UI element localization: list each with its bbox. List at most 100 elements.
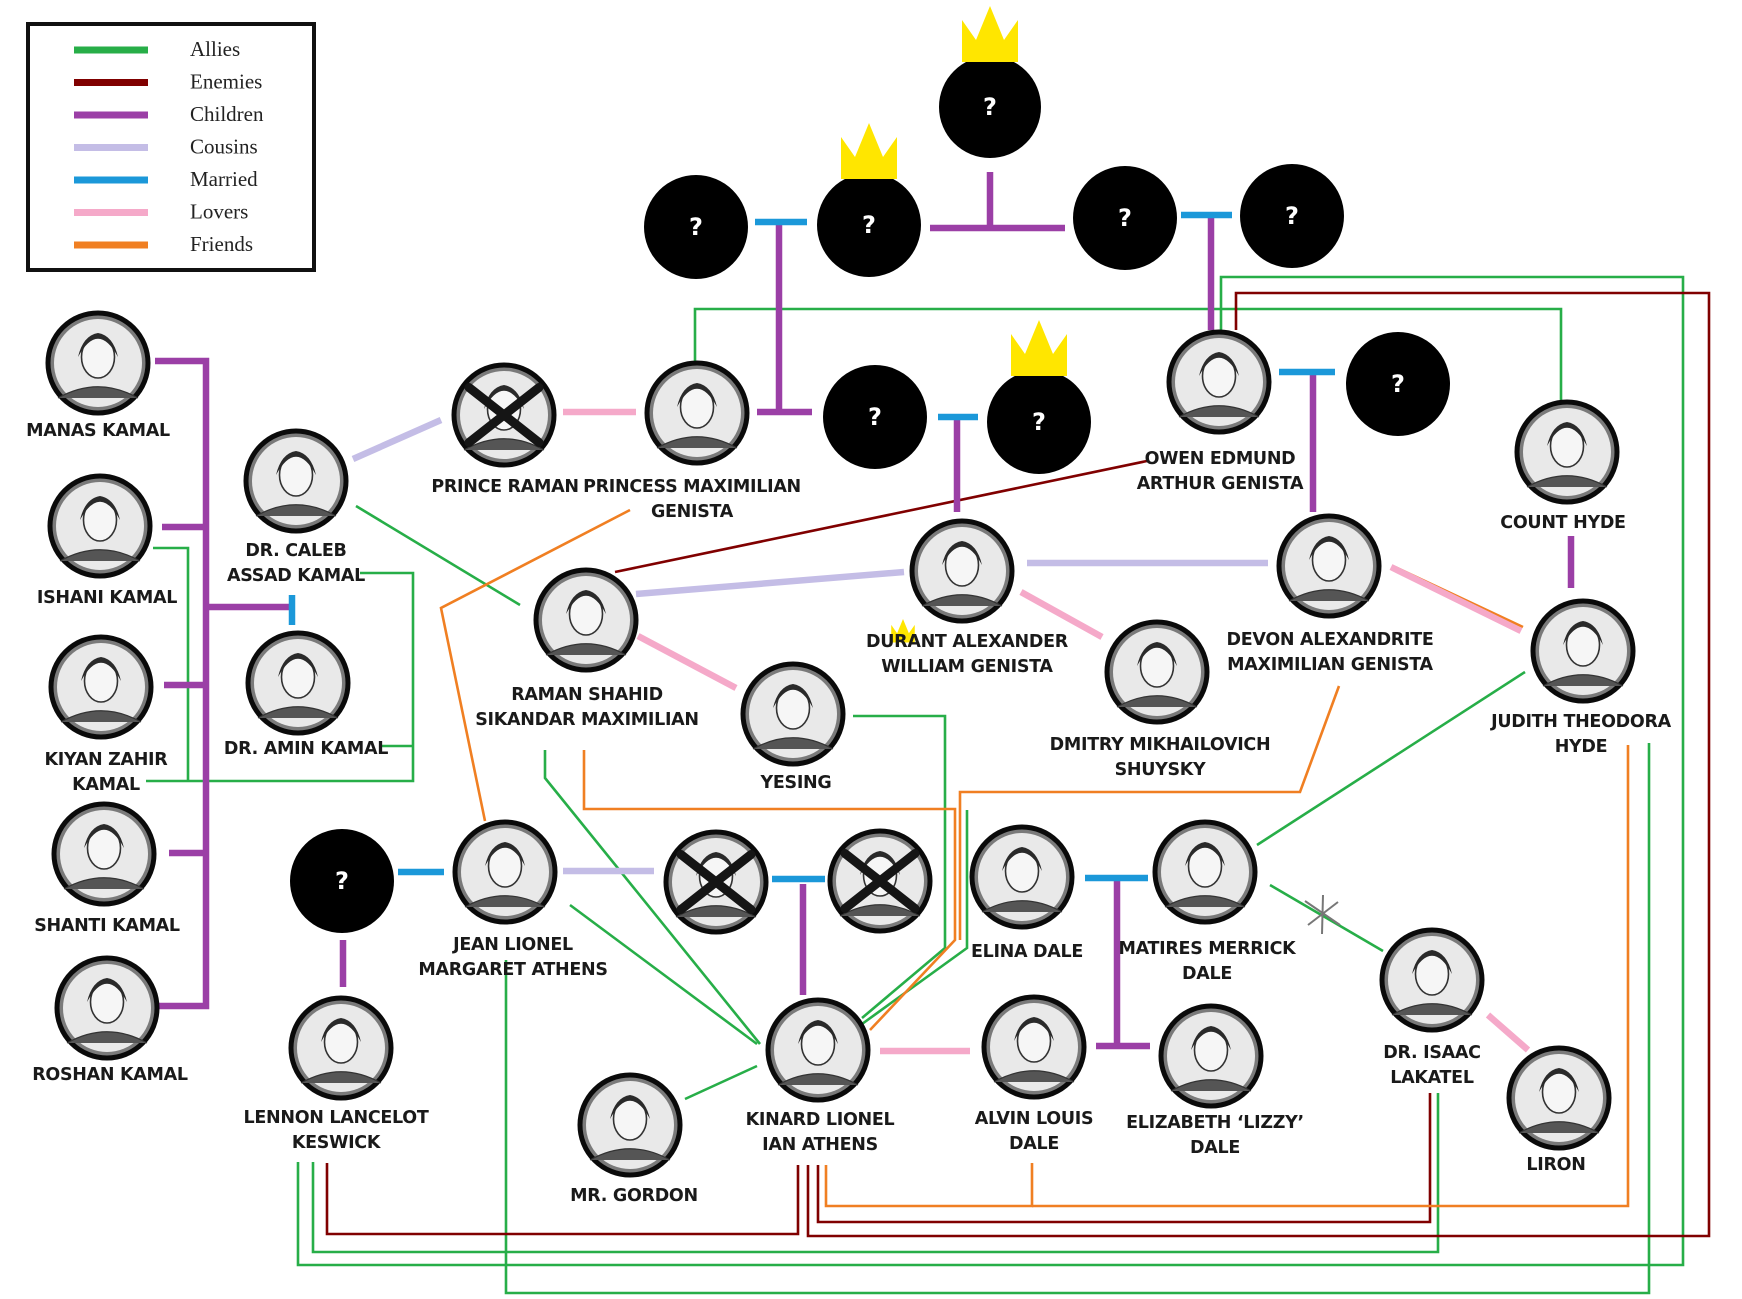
portrait-gordon[interactable]: [577, 1072, 683, 1178]
portrait-lizzy[interactable]: [1158, 1003, 1264, 1109]
portrait-caleb[interactable]: [243, 428, 349, 534]
label-owen: OWEN EDMUND: [1145, 449, 1296, 469]
ally-line-kinard-mid: [861, 810, 969, 1026]
label-count-hyde: COUNT HYDE: [1500, 513, 1625, 533]
portrait-cross2[interactable]: [827, 828, 933, 934]
unknown-mark: ?: [1118, 204, 1132, 232]
label-lizzy: DALE: [1190, 1138, 1240, 1158]
portrait-owen[interactable]: [1166, 329, 1272, 435]
unknown-u-mid2[interactable]: ?: [987, 320, 1091, 474]
portrait-judith[interactable]: [1530, 598, 1636, 704]
lover-line-raman-yesing: [636, 633, 738, 691]
legend-label-lovers: Lovers: [190, 200, 248, 224]
hair-shape: [1412, 950, 1452, 974]
legend-label-friends: Friends: [190, 232, 253, 256]
broken-alliance-icon: [1304, 894, 1341, 935]
portrait-durant[interactable]: [891, 518, 1015, 643]
label-ishani: ISHANI KAMAL: [37, 588, 177, 608]
portrait-kiyan[interactable]: [48, 634, 154, 740]
enemy-line-lakatel-kinard: [816, 1093, 1432, 1224]
unknown-u-far[interactable]: ?: [1240, 164, 1344, 268]
ally-line-owen-lennon: [296, 275, 1685, 1267]
label-yesing: YESING: [760, 773, 832, 793]
label-roshan: ROSHAN KAMAL: [32, 1065, 188, 1085]
shoulders-shape: [464, 895, 546, 908]
unknown-u-mid1[interactable]: ?: [823, 365, 927, 469]
hair-shape: [484, 385, 524, 409]
portrait-amin[interactable]: [245, 630, 351, 736]
shoulders-shape: [1526, 475, 1608, 488]
hair-shape: [1002, 847, 1042, 871]
unknown-circle: [1073, 166, 1177, 270]
shoulders-shape: [993, 1070, 1075, 1083]
shoulders-shape: [59, 549, 141, 562]
friend-line-alvin-kinard: [824, 1163, 1034, 1208]
portrait-roshan[interactable]: [54, 955, 160, 1061]
hair-shape: [610, 1095, 650, 1119]
lover-line-durant-dmitry: [1019, 589, 1104, 640]
portrait-dmitry[interactable]: [1104, 619, 1210, 725]
portrait-cross1[interactable]: [663, 829, 769, 935]
portrait-elina[interactable]: [969, 824, 1075, 930]
label-lakatel: DR. ISAAC: [1383, 1043, 1480, 1063]
hair-shape: [276, 451, 316, 475]
portrait-devon[interactable]: [1276, 513, 1382, 619]
shoulders-shape: [463, 438, 545, 451]
unknown-circle: [644, 175, 748, 279]
unknown-u-leftc[interactable]: ?: [817, 123, 921, 277]
portrait-shanti[interactable]: [51, 801, 157, 907]
portrait-lennon[interactable]: [288, 995, 394, 1101]
portrait-matires[interactable]: [1152, 819, 1258, 925]
unknown-u-left[interactable]: ?: [644, 175, 748, 279]
label-princess-max: PRINCESS MAXIMILIAN: [583, 477, 801, 497]
portrait-manas[interactable]: [45, 310, 151, 416]
enemy-line-owen-kinard: [806, 291, 1711, 1238]
label-lennon: KESWICK: [292, 1133, 382, 1153]
label-lizzy: ELIZABETH ‘LIZZY’: [1126, 1113, 1304, 1133]
ally-line-judith-jean: [504, 743, 1651, 1295]
label-judith: JUDITH THEODORA: [1490, 712, 1672, 732]
hair-shape: [1191, 1026, 1231, 1050]
portrait-jean[interactable]: [452, 819, 558, 925]
shoulders-shape: [63, 877, 145, 890]
shoulders-shape: [60, 710, 142, 723]
label-dmitry: SHUYSKY: [1115, 760, 1206, 780]
portrait-prince-raman[interactable]: [451, 362, 557, 468]
unknown-mark: ?: [689, 213, 703, 241]
portrait-raman[interactable]: [533, 567, 639, 673]
label-jean: MARGARET ATHENS: [418, 960, 607, 980]
unknown-u-top[interactable]: ?: [939, 6, 1041, 158]
shoulders-shape: [1178, 405, 1260, 418]
shoulders-shape: [981, 900, 1063, 913]
label-lakatel: LAKATEL: [1390, 1068, 1474, 1088]
legend: AlliesEnemiesChildrenCousinsMarriedLover…: [26, 22, 316, 272]
hair-shape: [773, 684, 813, 708]
label-amin: DR. AMIN KAMAL: [224, 739, 388, 759]
unknown-u-owenwife[interactable]: ?: [1346, 332, 1450, 436]
portrait-ishani[interactable]: [47, 473, 153, 579]
unknown-mark: ?: [1032, 408, 1046, 436]
legend-label-children: Children: [190, 102, 264, 126]
portrait-liron[interactable]: [1506, 1045, 1612, 1151]
portrait-yesing[interactable]: [740, 661, 846, 767]
portrait-princess-max[interactable]: [644, 360, 750, 466]
ally-line-princess-countHyde: [693, 307, 1563, 413]
cousin-line-raman-durant: [635, 568, 905, 598]
legend-label-married: Married: [190, 167, 258, 191]
ally-line-yesing-kinard: [853, 714, 947, 1019]
portrait-count-hyde[interactable]: [1514, 399, 1620, 505]
portrait-alvin[interactable]: [981, 994, 1087, 1100]
portrait-lakatel[interactable]: [1379, 927, 1485, 1033]
label-owen: ARTHUR GENISTA: [1137, 474, 1304, 494]
unknown-u-jeanhus[interactable]: ?: [290, 829, 394, 933]
unknown-u-right[interactable]: ?: [1073, 166, 1177, 270]
label-matires: MATIRES MERRICK: [1119, 939, 1298, 959]
deceased-cross-icon: [676, 850, 756, 914]
shoulders-shape: [656, 436, 738, 449]
ally-line-gordon-kinard: [684, 1064, 758, 1101]
label-raman: RAMAN SHAHID: [511, 685, 663, 705]
friend-line-devon-kinard: [958, 685, 1341, 940]
portrait-kinard[interactable]: [765, 997, 871, 1103]
crown-icon: [962, 6, 1018, 62]
shoulders-shape: [1391, 1003, 1473, 1016]
